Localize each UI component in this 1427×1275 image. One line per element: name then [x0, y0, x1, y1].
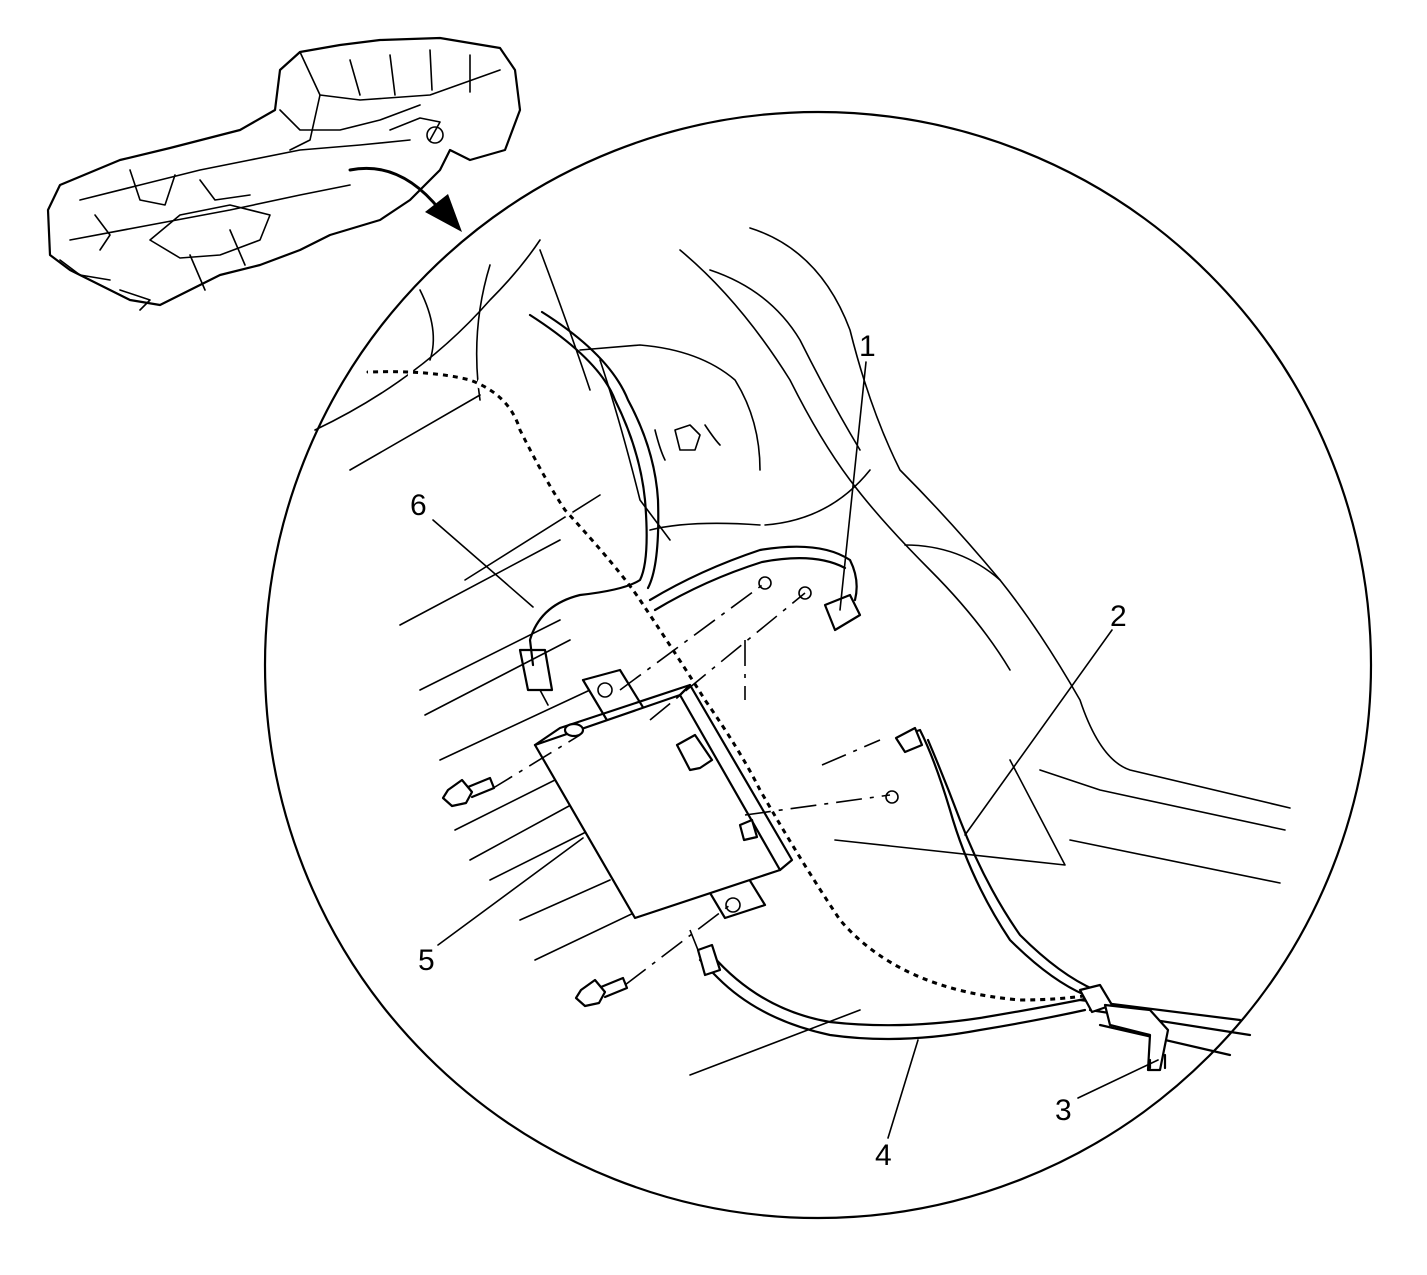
callout-1: 1 [859, 330, 876, 363]
detail-circle [263, 110, 1373, 1220]
leader-4 [887, 1039, 919, 1139]
callout-5: 5 [418, 944, 435, 977]
detail-view [314, 227, 1291, 1076]
leader-2 [964, 629, 1113, 836]
leader-5 [437, 837, 584, 946]
vehicle-overview [46, 36, 522, 311]
bolt-upper [441, 776, 496, 808]
leader-6 [432, 519, 534, 608]
leader-1 [839, 361, 867, 611]
callout-4: 4 [875, 1139, 892, 1172]
callout-6: 6 [410, 489, 427, 522]
arrow-head-icon [425, 194, 462, 232]
leader-3 [1077, 1059, 1159, 1099]
leader-lines [432, 361, 1159, 1139]
bolt-lower [574, 976, 629, 1008]
callout-2: 2 [1110, 600, 1127, 633]
callout-3: 3 [1055, 1094, 1072, 1127]
